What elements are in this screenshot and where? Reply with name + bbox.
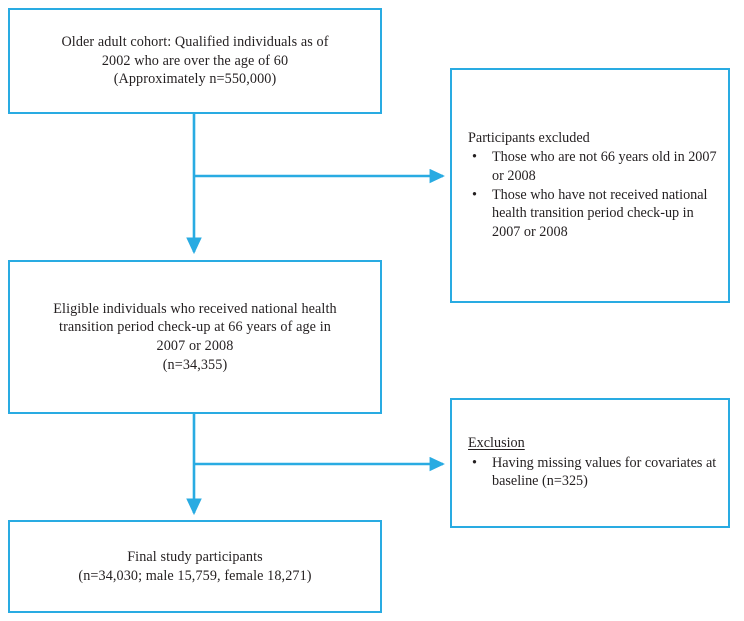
bullet-icon: • (472, 187, 477, 203)
bullet-icon: • (472, 454, 477, 471)
list-item: • Those who are not 66 years old in 2007… (466, 148, 718, 185)
exclusion-title: Exclusion (468, 435, 525, 452)
participants-excluded-title: Participants excluded (468, 129, 590, 146)
list-item-label: Those who are not 66 years old in 2007 o… (492, 149, 717, 184)
final-study-participants-text: Final study participants (n=34,030; male… (78, 548, 312, 584)
eligible-individuals-box: Eligible individuals who received nation… (8, 260, 382, 414)
participants-excluded-content: Participants excluded • Those who are no… (452, 129, 728, 243)
exclusion-content: Exclusion • Having missing values for co… (452, 434, 728, 491)
exclusion-list: • Having missing values for covariates a… (466, 454, 718, 491)
list-item-label: Having missing values for covariates at … (492, 454, 717, 490)
older-adult-cohort-box: Older adult cohort: Qualified individual… (8, 8, 382, 114)
bullet-icon: • (472, 149, 477, 166)
participants-excluded-box: Participants excluded • Those who are no… (450, 68, 730, 303)
list-item: • Having missing values for covariates a… (466, 454, 718, 491)
eligible-individuals-text: Eligible individuals who received nation… (53, 300, 337, 373)
list-item-label: Those who have not received national hea… (492, 187, 708, 240)
list-item: • Those who have not received national h… (466, 186, 718, 241)
final-study-participants-box: Final study participants (n=34,030; male… (8, 520, 382, 613)
exclusion-box: Exclusion • Having missing values for co… (450, 398, 730, 528)
older-adult-cohort-text: Older adult cohort: Qualified individual… (61, 33, 329, 88)
participants-excluded-list: • Those who are not 66 years old in 2007… (466, 148, 718, 241)
